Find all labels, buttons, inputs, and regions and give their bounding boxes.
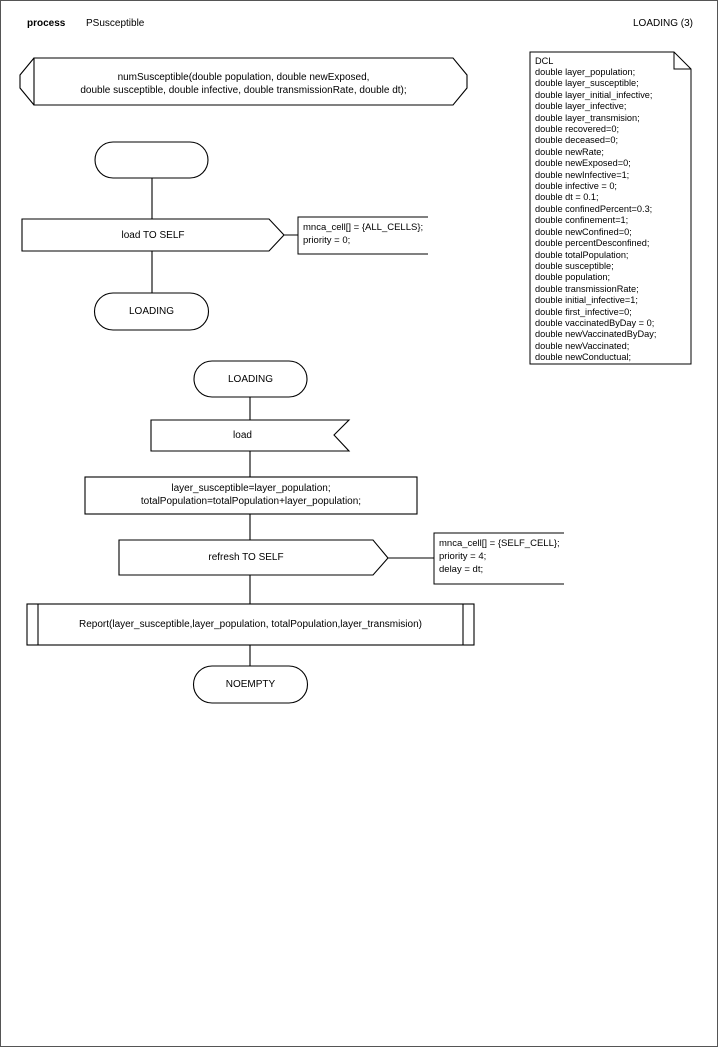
dcl-declaration-line: double newVaccinated; [535, 340, 630, 351]
procedure-call-report-shape [26, 603, 475, 646]
procedure-declaration-left-wing [19, 57, 35, 106]
dcl-declaration-line: double layer_transmision; [535, 112, 640, 123]
state-noempty[interactable] [194, 666, 307, 703]
task-assign-shape [84, 476, 418, 515]
state-loading-2[interactable] [194, 361, 307, 398]
comment-refresh[interactable] [434, 533, 564, 584]
dcl-declaration-line: double newConductual; [535, 352, 632, 363]
dcl-declaration-line: double newExposed=0; [535, 158, 631, 169]
task-assign[interactable] [85, 477, 417, 514]
output-load-to-self-shape [21, 218, 285, 252]
dcl-declaration-line: double newInfective=1; [535, 169, 630, 180]
output-refresh-to-self-shape [118, 539, 389, 576]
comment-load-line1: mnca_cell[] = {ALL_CELLS}; [303, 222, 424, 233]
start-state-shape [94, 141, 209, 179]
dcl-declaration-line: double infective = 0; [535, 181, 617, 192]
dcl-declaration-line: double first_infective=0; [535, 306, 632, 317]
dcl-declaration-line: double layer_population; [535, 67, 636, 77]
state-noempty-shape [193, 665, 308, 704]
dcl-declarations: double layer_population;double layer_sus… [535, 67, 656, 364]
dcl-declaration-line: double confinement=1; [535, 215, 629, 226]
comment-refresh-bracket [433, 532, 564, 585]
dcl-declaration-line: double totalPopulation; [535, 249, 629, 260]
dcl-declaration-line: double layer_initial_infective; [535, 89, 653, 100]
dcl-declaration-line: double confinedPercent=0.3; [535, 203, 653, 214]
comment-load-bracket [297, 216, 428, 255]
procedure-declaration-box[interactable] [20, 58, 467, 105]
dcl-declaration-line: double susceptible; [535, 260, 614, 271]
state-loading-1[interactable] [95, 293, 208, 330]
comment-load-line2: priority = 0; [303, 235, 351, 246]
header-kind-label: process [27, 18, 66, 29]
output-refresh-to-self[interactable] [119, 540, 373, 575]
dcl-title: DCL [535, 56, 554, 66]
start-state[interactable] [95, 142, 208, 178]
state-loading-1-shape [94, 292, 209, 331]
comment-refresh-line3: delay = dt; [439, 564, 484, 575]
output-load-to-self[interactable] [22, 219, 284, 251]
dcl-note-shape [529, 51, 692, 365]
dcl-declaration-line: double percentDesconfined; [535, 238, 650, 249]
dcl-declaration-line: double layer_susceptible; [535, 78, 639, 89]
dcl-declaration-line: double dt = 0.1; [535, 192, 599, 203]
dcl-declaration-line: double transmissionRate; [535, 283, 639, 294]
state-loading-2-shape [193, 360, 308, 398]
comment-refresh-line2: priority = 4; [439, 551, 487, 562]
input-load[interactable] [151, 420, 349, 451]
dcl-declaration-line: double layer_infective; [535, 101, 627, 112]
dcl-declaration-line: double recovered=0; [535, 124, 620, 135]
comment-load[interactable] [298, 217, 428, 254]
dcl-declaration-line: double newVaccinatedByDay; [535, 329, 657, 340]
dcl-declaration-line: double population; [535, 272, 611, 283]
dcl-declaration-line: double newConfined=0; [535, 226, 632, 237]
header-process-name: PSusceptible [86, 18, 145, 29]
dcl-note-box[interactable] [530, 52, 691, 364]
comment-refresh-line1: mnca_cell[] = {SELF_CELL}; [439, 538, 560, 549]
dcl-declaration-line: double deceased=0; [535, 135, 619, 146]
dcl-note-fold [673, 52, 691, 70]
header-page-label: LOADING (3) [632, 18, 693, 29]
dcl-declaration-line: double vaccinatedByDay = 0; [535, 317, 655, 328]
input-load-shape [150, 419, 351, 452]
procedure-call-report[interactable] [27, 604, 474, 645]
dcl-declaration-line: double initial_infective=1; [535, 295, 638, 306]
dcl-declaration-line: double newRate; [535, 146, 604, 157]
